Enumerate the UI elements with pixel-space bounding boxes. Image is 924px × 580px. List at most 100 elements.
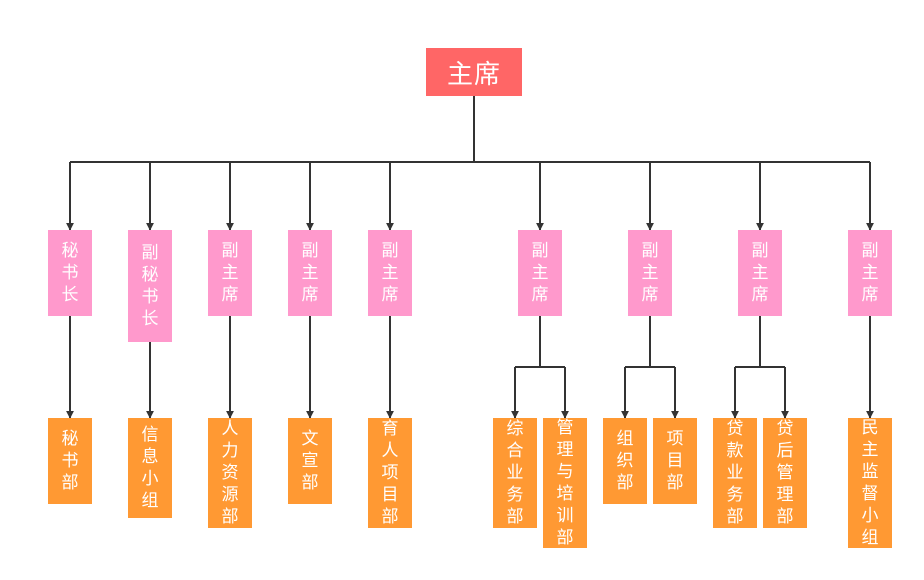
label-char: 业	[726, 463, 744, 483]
level3-node: 秘书部	[48, 418, 92, 504]
label-char: 监	[861, 462, 879, 482]
label-char: 文	[301, 429, 319, 449]
label-char: 人	[381, 441, 399, 461]
label-char: 款	[726, 441, 744, 461]
label-char: 综	[506, 419, 524, 439]
node-label: 秘书部	[60, 428, 80, 494]
node-label: 人力资源部	[220, 418, 240, 528]
label-char: 部	[556, 528, 574, 548]
level2-node: 副主席	[848, 230, 892, 316]
label-char: 部	[776, 507, 794, 527]
label-char: 席	[381, 285, 399, 305]
label-char: 务	[506, 485, 524, 505]
node-label: 副主席	[300, 240, 320, 306]
node-label: 副主席	[530, 240, 550, 306]
label-char: 副	[381, 241, 399, 261]
level3-node: 贷款业务部	[713, 418, 757, 528]
label-char: 人	[221, 419, 239, 439]
label-char: 部	[61, 473, 79, 493]
label-char: 副	[861, 241, 879, 261]
label-char: 训	[556, 506, 574, 526]
label-char: 副	[221, 241, 239, 261]
node-label: 文宣部	[300, 428, 320, 494]
level2-node: 副主席	[628, 230, 672, 316]
node-label: 副秘书长	[140, 242, 160, 330]
label-char: 育	[381, 419, 399, 439]
label-char: 主	[641, 263, 659, 283]
label-char: 务	[726, 485, 744, 505]
label-char: 主	[531, 263, 549, 283]
label-char: 副	[531, 241, 549, 261]
label-char: 组	[616, 429, 634, 449]
label-char: 后	[776, 441, 794, 461]
label-char: 秘	[61, 241, 79, 261]
label-char: 书	[141, 287, 159, 307]
label-char: 息	[141, 447, 159, 467]
label-char: 贷	[776, 419, 794, 439]
label-char: 管	[556, 418, 574, 438]
level3-node: 组织部	[603, 418, 647, 504]
level2-node: 副主席	[288, 230, 332, 316]
label-char: 组	[861, 528, 879, 548]
label-char: 部	[726, 507, 744, 527]
label-char: 督	[861, 484, 879, 504]
label-char: 项	[666, 429, 684, 449]
node-label: 组织部	[615, 428, 635, 494]
label-char: 培	[556, 484, 574, 504]
label-char: 副	[751, 241, 769, 261]
label-char: 席	[221, 285, 239, 305]
level2-node: 副秘书长	[128, 230, 172, 342]
label-char: 小	[141, 469, 159, 489]
label-char: 资	[221, 463, 239, 483]
node-label: 副主席	[860, 240, 880, 306]
node-label: 育人项目部	[380, 418, 400, 528]
label-char: 理	[776, 485, 794, 505]
node-label: 管理与培训部	[555, 417, 575, 549]
label-char: 主	[381, 263, 399, 283]
level3-node: 人力资源部	[208, 418, 252, 528]
label-char: 组	[141, 491, 159, 511]
label-char: 小	[861, 506, 879, 526]
label-char: 主	[221, 263, 239, 283]
node-label: 副主席	[220, 240, 240, 306]
label-char: 主	[751, 263, 769, 283]
level2-node: 秘书长	[48, 230, 92, 316]
node-label: 贷后管理部	[775, 418, 795, 528]
label-char: 书	[61, 263, 79, 283]
level3-node: 信息小组	[128, 418, 172, 518]
node-label: 副主席	[380, 240, 400, 306]
label-char: 秘	[61, 429, 79, 449]
label-char: 织	[616, 451, 634, 471]
level3-node: 综合业务部	[493, 418, 537, 528]
root-label: 主席	[446, 59, 501, 90]
label-char: 主	[861, 263, 879, 283]
level2-node: 副主席	[518, 230, 562, 316]
label-char: 席	[301, 285, 319, 305]
level2-node: 副主席	[208, 230, 252, 316]
level3-node: 文宣部	[288, 418, 332, 504]
root-node-chairman: 主席	[426, 48, 522, 96]
label-char: 书	[61, 451, 79, 471]
node-label: 秘书长	[60, 240, 80, 306]
level3-node: 民主监督小组	[848, 418, 892, 548]
label-char: 主	[301, 263, 319, 283]
label-char: 副	[301, 241, 319, 261]
label-char: 部	[301, 473, 319, 493]
label-char: 副	[641, 241, 659, 261]
label-char: 合	[506, 441, 524, 461]
node-label: 副主席	[750, 240, 770, 306]
label-char: 管	[776, 463, 794, 483]
label-char: 贷	[726, 419, 744, 439]
label-char: 席	[531, 285, 549, 305]
label-char: 理	[556, 440, 574, 460]
label-char: 力	[221, 441, 239, 461]
node-label: 贷款业务部	[725, 418, 745, 528]
label-char: 项	[381, 463, 399, 483]
node-label: 副主席	[640, 240, 660, 306]
node-label: 民主监督小组	[860, 417, 880, 549]
node-label: 综合业务部	[505, 418, 525, 528]
level2-node: 副主席	[738, 230, 782, 316]
label-char: 部	[616, 473, 634, 493]
